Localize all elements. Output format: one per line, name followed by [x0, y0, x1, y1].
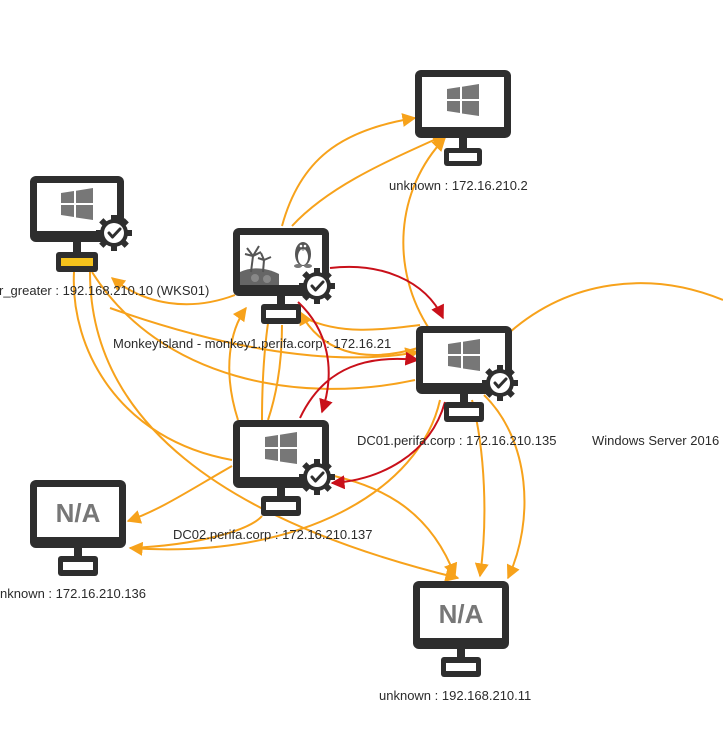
- node-172-16-210-2[interactable]: [415, 70, 511, 166]
- node-label-172-16-210-2: unknown : 172.16.210.2: [389, 178, 528, 193]
- node-monkey-island[interactable]: [233, 228, 337, 324]
- exploit-edge-monkey-to-dc02[interactable]: [297, 301, 333, 414]
- edge-dc01-to-136[interactable]: [128, 399, 441, 556]
- node-label-win-server-2016: Windows Server 2016: [592, 433, 720, 448]
- node-label-dc01: DC01.perifa.corp : 172.16.210.135: [357, 433, 557, 448]
- node-label-wks01: r_greater : 192.168.210.10 (WKS01): [0, 283, 210, 298]
- edges: [72, 113, 723, 582]
- edge-dc01-to-winserver2016[interactable]: [509, 282, 723, 333]
- node-dc01[interactable]: [416, 326, 520, 422]
- node-wks01[interactable]: [30, 176, 134, 272]
- checkmark-gear-icon: [297, 266, 337, 306]
- node-dc02[interactable]: [233, 420, 337, 516]
- node-172-16-210-136[interactable]: N/A: [30, 480, 126, 576]
- highlight-bar: [61, 258, 93, 266]
- node-label-192-168-210-11: unknown : 192.168.210.11: [379, 688, 532, 703]
- linux-tux-icon: [294, 242, 312, 268]
- node-label-dc02: DC02.perifa.corp : 172.16.210.137: [173, 527, 373, 542]
- edge-monkey-to-172-16-210-2-b[interactable]: [291, 133, 447, 227]
- node-label-monkey-island: MonkeyIsland - monkey1.perifa.corp : 172…: [113, 336, 392, 351]
- edge-monkey-to-172-16-210-2[interactable]: [281, 113, 417, 227]
- checkmark-gear-icon: [94, 213, 134, 253]
- edge-wks01-to-136[interactable]: [89, 271, 460, 582]
- checkmark-gear-icon: [297, 457, 337, 497]
- edge-monkey-to-dc02[interactable]: [267, 324, 283, 421]
- edge-dc02-to-monkey-b[interactable]: [261, 309, 271, 421]
- monkey-island-icon: [240, 245, 279, 285]
- na-text: N/A: [439, 599, 484, 629]
- edge-dc01-to-172-16-210-2[interactable]: [402, 136, 446, 331]
- edge-monkey-to-wks01[interactable]: [110, 277, 236, 306]
- edge-136-to-dc02[interactable]: [129, 515, 263, 549]
- exploit-edge-monkey-to-dc01[interactable]: [329, 265, 444, 320]
- edge-dc01-to-wks01[interactable]: [91, 271, 416, 390]
- edge-dc02-to-wks01[interactable]: [72, 271, 233, 461]
- edge-dc02-to-136[interactable]: [126, 465, 233, 524]
- edge-dc01-to-11-b[interactable]: [483, 394, 526, 580]
- edge-dc02-to-monkey[interactable]: [228, 306, 247, 421]
- edge-dc01-to-11[interactable]: [471, 399, 489, 578]
- exploit-edge-dc01-to-dc02[interactable]: [330, 401, 446, 490]
- na-text: N/A: [56, 498, 101, 528]
- checkmark-gear-icon: [480, 363, 520, 403]
- node-label-172-16-210-136: nknown : 172.16.210.136: [0, 586, 147, 601]
- node-192-168-210-11[interactable]: N/A: [413, 581, 509, 677]
- exploit-edge-dc02-to-dc01[interactable]: [299, 351, 420, 419]
- edge-dc01-to-monkey[interactable]: [299, 310, 419, 356]
- edge-monkey-to-dc01[interactable]: [304, 317, 421, 331]
- edge-wks01-to-dc01[interactable]: [109, 307, 420, 362]
